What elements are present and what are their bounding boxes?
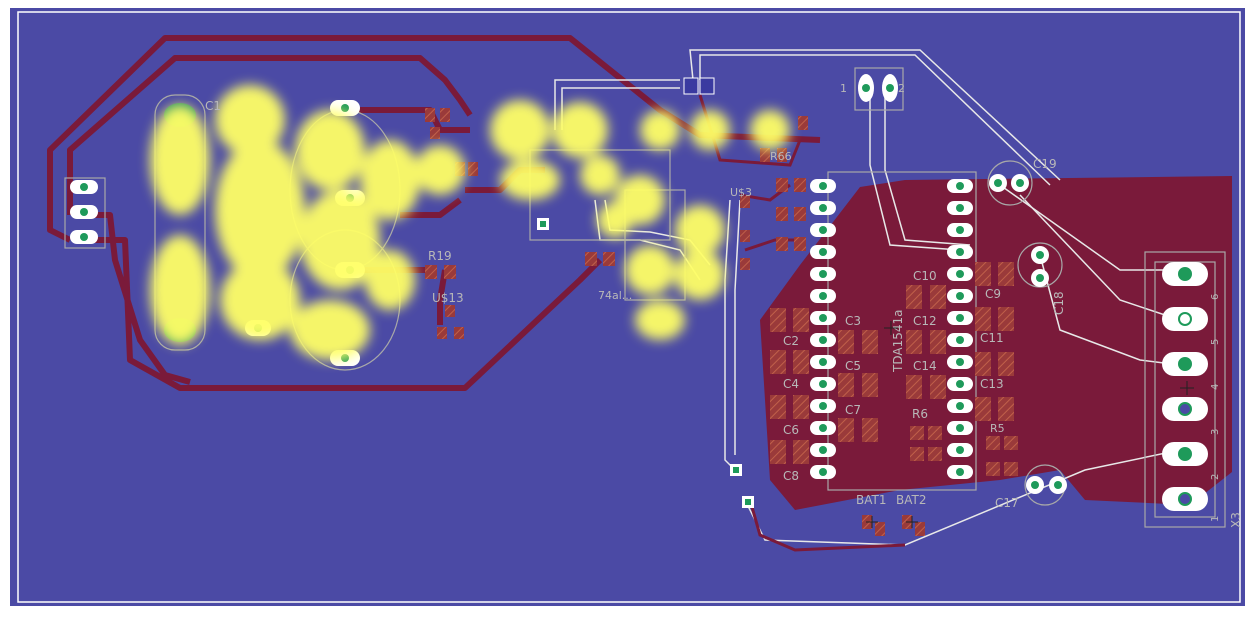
label-c12: C12 bbox=[913, 314, 937, 328]
ic-pin bbox=[810, 333, 836, 347]
label-pin-3: 3 bbox=[1210, 429, 1221, 435]
label-c9: C9 bbox=[985, 287, 1001, 301]
x3-connector-pads bbox=[1162, 262, 1208, 511]
x3-pad bbox=[1162, 307, 1208, 331]
x3-pad bbox=[1162, 487, 1208, 511]
label-c13: C13 bbox=[980, 377, 1004, 391]
label-c1: C1 bbox=[205, 99, 221, 113]
label-r66: R66 bbox=[770, 150, 792, 163]
label-r6: R6 bbox=[912, 407, 928, 421]
label-r5: R5 bbox=[990, 422, 1005, 435]
label-x3: X3 bbox=[1229, 512, 1243, 528]
label-pin-5: 5 bbox=[1210, 339, 1221, 345]
label-c6: C6 bbox=[783, 423, 799, 437]
x3-pad bbox=[1162, 352, 1208, 376]
ic-pin bbox=[810, 355, 836, 369]
ic-pin bbox=[810, 465, 836, 479]
label-c2: C2 bbox=[783, 334, 799, 348]
label-c17: C17 bbox=[995, 496, 1019, 510]
ic-pin bbox=[810, 421, 836, 435]
ic-pin bbox=[810, 179, 836, 193]
label-c10: C10 bbox=[913, 269, 937, 283]
ic-pin bbox=[947, 465, 973, 479]
label-c19: C19 bbox=[1033, 157, 1057, 171]
label-u3: U$3 bbox=[730, 186, 752, 199]
label-c18: C18 bbox=[1052, 291, 1066, 315]
ic-pin bbox=[810, 267, 836, 281]
label-pin-2: 2 bbox=[1210, 474, 1221, 480]
ic-pin bbox=[947, 355, 973, 369]
header-outline-left bbox=[64, 177, 106, 249]
x3-pad bbox=[1162, 397, 1208, 421]
crystal-outline bbox=[154, 94, 206, 351]
ic-pin bbox=[810, 223, 836, 237]
ic-pin bbox=[810, 443, 836, 457]
ic-pin bbox=[947, 179, 973, 193]
label-c7: C7 bbox=[845, 403, 861, 417]
label-bat1: BAT1 bbox=[856, 493, 886, 507]
jumper-outline bbox=[854, 67, 904, 111]
ic-pin bbox=[947, 311, 973, 325]
label-r19: R19 bbox=[428, 249, 452, 263]
label-74: 74al... bbox=[598, 289, 632, 302]
label-pin-1: 1 bbox=[1210, 516, 1221, 522]
label-c11: C11 bbox=[980, 331, 1004, 345]
ic-pin bbox=[947, 443, 973, 457]
ic-pin bbox=[947, 223, 973, 237]
ic-pin bbox=[947, 421, 973, 435]
ic-pin bbox=[947, 399, 973, 413]
x3-pad bbox=[1162, 262, 1208, 286]
x3-pad bbox=[1162, 442, 1208, 466]
label-c3: C3 bbox=[845, 314, 861, 328]
label-c4: C4 bbox=[783, 377, 799, 391]
ic-pin bbox=[947, 201, 973, 215]
ic-pin bbox=[810, 245, 836, 259]
origin-marks bbox=[866, 321, 1194, 528]
ic-pin bbox=[810, 399, 836, 413]
ic-pin bbox=[810, 311, 836, 325]
label-u13: U$13 bbox=[432, 291, 464, 305]
silkscreen-labels: C1 R19 U$13 74al... U$3 R66 TDA1541a C2 … bbox=[205, 82, 1243, 528]
label-bat2: BAT2 bbox=[896, 493, 926, 507]
board-outline bbox=[17, 11, 1241, 603]
cap-outline-c19 bbox=[987, 160, 1033, 206]
ic-pin bbox=[810, 377, 836, 391]
connector-outline-x3 bbox=[1144, 251, 1226, 528]
label-pin-4: 4 bbox=[1210, 384, 1221, 390]
left-header bbox=[70, 180, 98, 244]
ic-pin bbox=[947, 289, 973, 303]
smd-pads bbox=[425, 77, 1018, 536]
label-c14: C14 bbox=[913, 359, 937, 373]
ic-pin bbox=[947, 377, 973, 391]
label-tda: TDA1541a bbox=[891, 310, 905, 373]
label-c5: C5 bbox=[845, 359, 861, 373]
ic-pin bbox=[947, 333, 973, 347]
label-c8: C8 bbox=[783, 469, 799, 483]
ic-pin bbox=[810, 289, 836, 303]
label-jp-2: 2 bbox=[898, 82, 905, 95]
highlight-overlay bbox=[150, 85, 790, 360]
ic-pin bbox=[810, 201, 836, 215]
label-jp-1: 1 bbox=[840, 82, 847, 95]
ic-pin bbox=[947, 267, 973, 281]
ic-pins bbox=[810, 179, 973, 479]
label-pin-6: 6 bbox=[1210, 294, 1221, 300]
ic-pin bbox=[947, 245, 973, 259]
